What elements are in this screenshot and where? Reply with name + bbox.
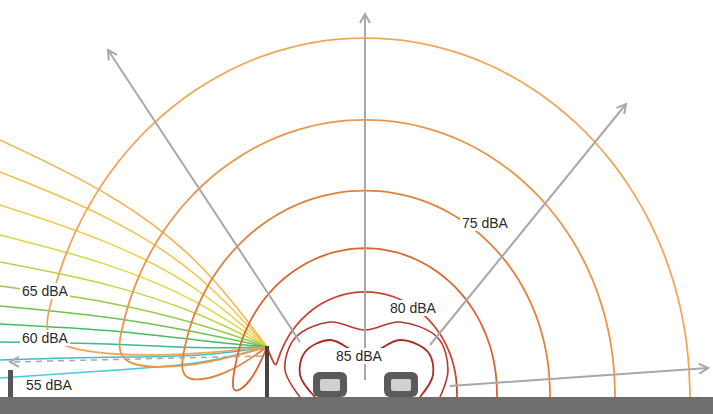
contour-line <box>267 292 457 397</box>
contour-line <box>0 205 267 347</box>
receiver-wall <box>8 370 13 397</box>
level-label: 85 dBA <box>334 348 384 364</box>
level-label: 75 dBA <box>460 215 510 231</box>
level-label: 60 dBA <box>20 330 70 346</box>
level-label: 65 dBA <box>20 283 70 299</box>
contour-line <box>0 324 267 347</box>
contour-line <box>0 140 267 347</box>
contour-line <box>182 191 550 397</box>
contour-line <box>47 38 690 397</box>
propagation-arrow <box>364 14 366 380</box>
contour-line <box>0 262 267 347</box>
contour-line <box>120 120 615 397</box>
noise-barrier <box>265 346 269 397</box>
propagation-arrow <box>108 50 300 342</box>
noise-contour-rings <box>47 38 690 397</box>
ground <box>0 397 713 414</box>
propagation-arrow <box>430 104 626 345</box>
propagation-arrows <box>10 14 708 386</box>
contour-line <box>285 322 448 397</box>
propagation-arrow <box>450 368 708 386</box>
train-car <box>313 372 347 397</box>
level-label: 55 dBA <box>24 377 74 393</box>
diffracted-path <box>10 356 262 362</box>
contour-line <box>0 306 267 347</box>
contour-line <box>300 340 434 397</box>
train-car <box>384 372 418 397</box>
level-label: 80 dBA <box>388 300 438 316</box>
